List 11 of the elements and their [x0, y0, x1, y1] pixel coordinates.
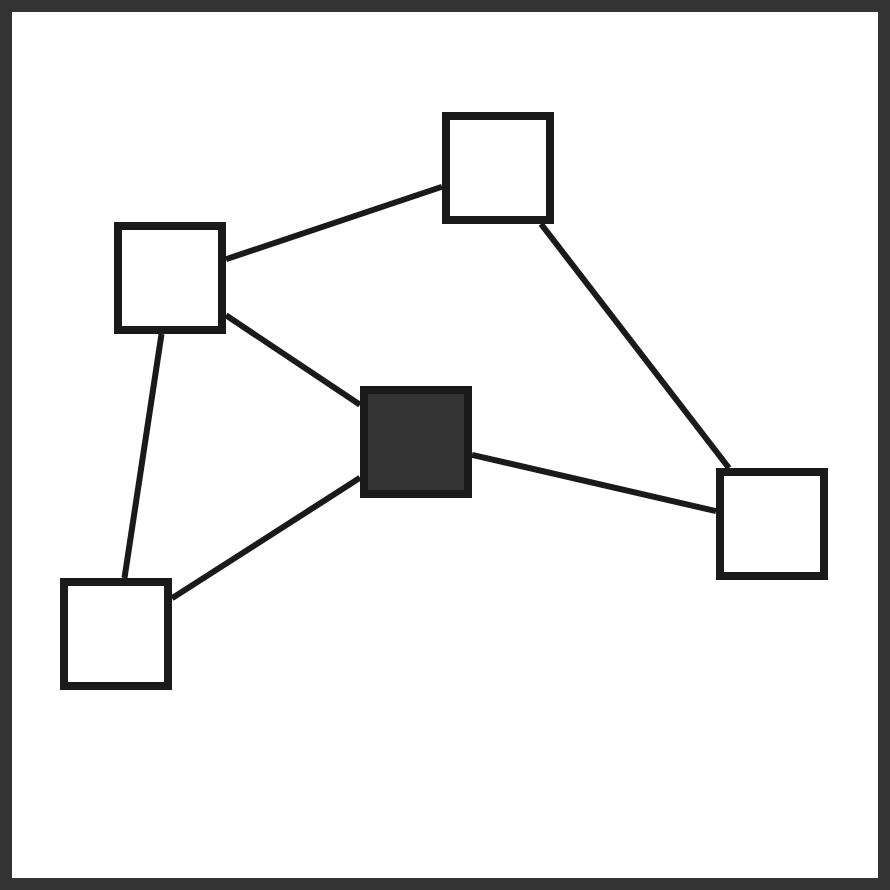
connector-line: [170, 475, 362, 601]
square-node: [114, 222, 226, 334]
square-node: [60, 578, 172, 690]
connector-line: [225, 183, 443, 263]
square-node: [360, 386, 472, 498]
connector-line: [121, 333, 165, 579]
connector-line: [538, 222, 732, 470]
connector-line: [471, 451, 717, 515]
connector-line: [224, 312, 362, 408]
square-node: [716, 468, 828, 580]
square-node: [442, 112, 554, 224]
